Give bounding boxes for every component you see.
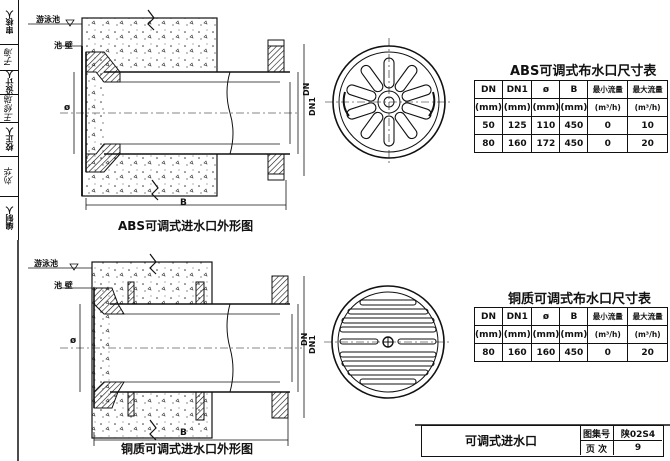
copper-wall-label: 池 壁 <box>54 281 73 290</box>
copper-cell: 0 <box>587 343 629 362</box>
abs-pool-label: 游泳池 <box>36 15 60 24</box>
abs-cell: 80 <box>474 134 503 153</box>
copper-th-min-flow: 最小流量 <box>587 307 629 326</box>
side-cell-2: 设计人 <box>0 70 18 95</box>
abs-cell: 450 <box>559 134 589 153</box>
copper-unit-5: (m³/h) <box>627 325 668 344</box>
abs-cell: 160 <box>501 134 533 153</box>
page-label: 页 次 <box>580 441 614 455</box>
abs-cell: 10 <box>627 116 668 135</box>
copper-th-phi: ø <box>531 307 561 326</box>
abs-unit-5: (m³/h) <box>627 98 668 117</box>
drawing-name: 可调式进水口 <box>422 426 581 455</box>
copper-table-unit-row: (mm) (mm) (mm) (mm) (m³/h) (m³/h) <box>474 325 668 344</box>
side-cell-1-sign: 子海 <box>0 44 18 71</box>
abs-cell: 125 <box>501 116 533 135</box>
copper-th-b: B <box>559 307 589 326</box>
abs-drawing-caption: ABS可调式进水口外形图 <box>118 219 254 233</box>
abs-cell: 20 <box>627 134 668 153</box>
copper-front-view <box>324 285 452 399</box>
abs-table-header-row: DN DN1 ø B 最小流量 最大流量 <box>474 80 668 99</box>
copper-unit-2: (mm) <box>531 325 561 344</box>
copper-unit-4: (m³/h) <box>587 325 629 344</box>
abs-cell: 450 <box>559 116 589 135</box>
abs-th-phi: ø <box>531 80 561 99</box>
copper-th-dn1: DN1 <box>501 307 533 326</box>
abs-front-view <box>325 38 453 166</box>
page-value: 9 <box>634 443 642 453</box>
abs-th-dn: DN <box>474 80 503 99</box>
copper-table-header-row: DN DN1 ø B 最小流量 最大流量 <box>474 307 668 326</box>
signature-column: 审核人 子海 设计人 王修瑞 校正人 刘华 编制人 <box>0 0 19 240</box>
abs-dim-DN: DN <box>302 82 311 96</box>
abs-table-title: ABS可调式布水口尺寸表 <box>510 64 657 79</box>
abs-unit-0: (mm) <box>474 98 503 117</box>
side-cell-1: 审核人 <box>0 0 18 45</box>
abs-unit-4: (m³/h) <box>587 98 629 117</box>
copper-th-max-flow: 最大流量 <box>627 307 668 326</box>
copper-cell: 160 <box>531 343 561 362</box>
abs-th-min-flow: 最小流量 <box>587 80 629 99</box>
copper-cell: 80 <box>474 343 503 362</box>
abs-dim-phi: ø <box>64 103 71 113</box>
table-row: 80 160 160 450 0 20 <box>474 343 668 362</box>
copper-dim-B: B <box>180 428 187 438</box>
copper-pool-label: 游泳池 <box>34 259 58 268</box>
copper-section-view <box>28 253 305 446</box>
abs-th-dn1: DN1 <box>501 80 533 99</box>
abs-cell: 110 <box>531 116 561 135</box>
abs-dim-DN1: DN1 <box>308 97 317 116</box>
abs-cell: 50 <box>474 116 503 135</box>
abs-wall-label: 池 壁 <box>54 41 73 50</box>
side-cell-3: 校正人 <box>0 122 18 157</box>
table-row: 80 160 172 450 0 20 <box>474 134 668 153</box>
copper-dim-phi: ø <box>70 336 77 346</box>
copper-cell: 450 <box>559 343 589 362</box>
title-block: 可调式进水口 图集号 陕02S4 页 次 9 <box>421 425 664 457</box>
table-row: 50 125 110 450 0 10 <box>474 116 668 135</box>
copper-unit-3: (mm) <box>559 325 589 344</box>
copper-unit-0: (mm) <box>474 325 503 344</box>
copper-cell: 160 <box>501 343 533 362</box>
copper-cell: 20 <box>627 343 668 362</box>
abs-section-view <box>28 9 305 210</box>
abs-cell: 0 <box>587 116 629 135</box>
abs-dim-B: B <box>180 198 187 208</box>
copper-drawing-caption: 铜质可调式进水口外形图 <box>121 442 254 456</box>
atlas-label: 图集号 <box>580 426 614 441</box>
copper-dim-DN1: DN1 <box>308 335 317 354</box>
abs-dimension-table: DN DN1 ø B 最小流量 最大流量 (mm) (mm) (mm) (mm)… <box>474 80 668 153</box>
side-cell-4: 刘华 <box>0 156 18 197</box>
atlas-value: 陕02S4 <box>614 426 662 441</box>
abs-cell: 0 <box>587 134 629 153</box>
side-cell-2-sign: 王修瑞 <box>0 94 18 123</box>
abs-th-b: B <box>559 80 589 99</box>
abs-cell: 172 <box>531 134 561 153</box>
abs-table-unit-row: (mm) (mm) (mm) (mm) (m³/h) (m³/h) <box>474 98 668 117</box>
copper-unit-1: (mm) <box>501 325 533 344</box>
copper-th-dn: DN <box>474 307 503 326</box>
copper-table-title: 铜质可调式布水口尺寸表 <box>508 292 652 307</box>
copper-dimension-table: DN DN1 ø B 最小流量 最大流量 (mm) (mm) (mm) (mm)… <box>474 307 668 362</box>
abs-unit-1: (mm) <box>501 98 533 117</box>
abs-unit-3: (mm) <box>559 98 589 117</box>
abs-th-max-flow: 最大流量 <box>627 80 668 99</box>
abs-unit-2: (mm) <box>531 98 561 117</box>
